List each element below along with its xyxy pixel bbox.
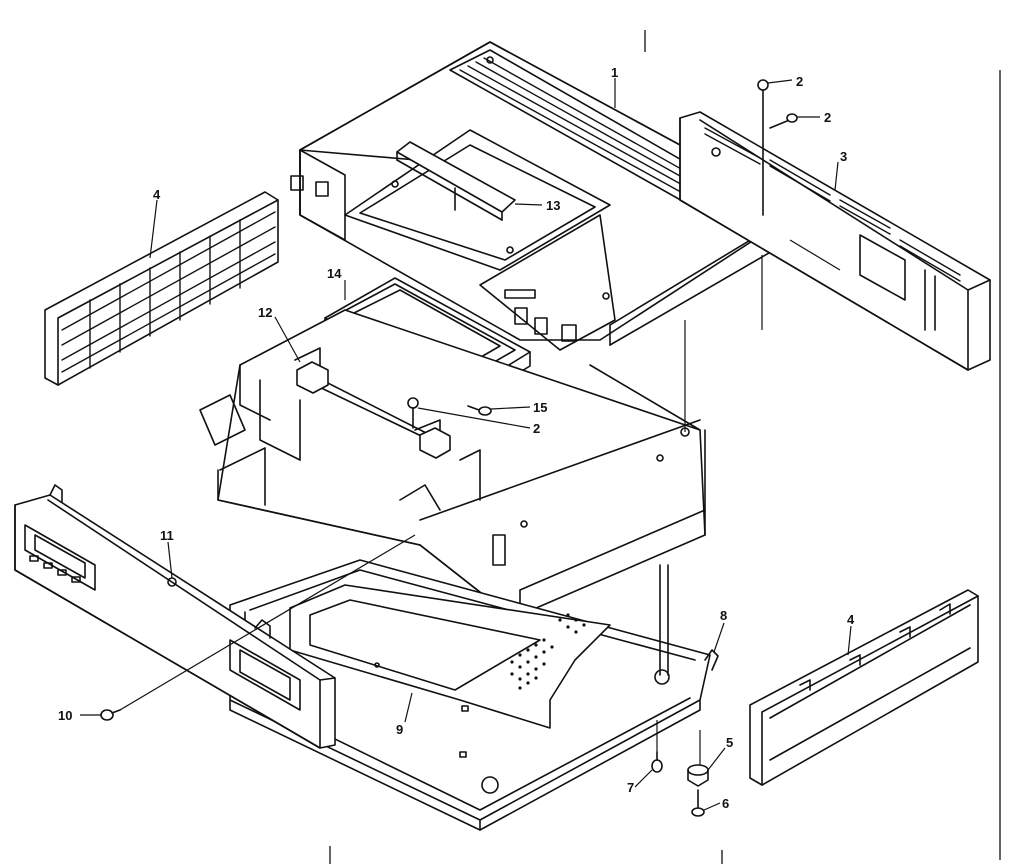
callout-12: 12 <box>258 305 272 320</box>
right-side-panel-part-3 <box>679 111 991 371</box>
shield-perforation-dots <box>510 613 586 690</box>
screw-part-10 <box>100 709 121 721</box>
main-chassis <box>199 309 706 616</box>
callout-6: 6 <box>722 796 729 811</box>
callout-4-left: 4 <box>153 187 161 202</box>
top-cover-part-1 <box>290 41 801 351</box>
callout-2-top: 2 <box>796 74 803 89</box>
callout-10: 10 <box>58 708 72 723</box>
left-grille-bars <box>61 211 276 373</box>
screw-part-6 <box>691 789 705 817</box>
callout-2-mech: 2 <box>533 421 540 436</box>
callout-11: 11 <box>160 528 174 543</box>
callout-13: 13 <box>546 198 560 213</box>
screw-part-7 <box>651 751 663 773</box>
front-panel-part-11 <box>14 484 336 749</box>
callout-8: 8 <box>720 608 727 623</box>
left-side-panel-part-4 <box>44 191 279 386</box>
shield-plate-part-9 <box>289 584 611 729</box>
right-bottom-panel-part-4 <box>749 589 979 786</box>
callout-15: 15 <box>533 400 547 415</box>
foot-part-5 <box>687 764 709 787</box>
callout-1: 1 <box>611 65 618 80</box>
hook-part-8 <box>704 649 719 671</box>
callout-9: 9 <box>396 722 403 737</box>
side-panel-vent-slots <box>704 127 961 282</box>
callout-leaders <box>80 78 852 811</box>
callout-5: 5 <box>726 735 733 750</box>
screw-part-2-top <box>757 79 769 216</box>
callout-labels: 1 2 2 2 3 4 4 5 6 7 8 9 10 11 12 13 14 1… <box>58 65 855 811</box>
callout-7: 7 <box>627 780 634 795</box>
callout-3: 3 <box>840 149 847 164</box>
connector-part-13 <box>396 141 516 221</box>
assembly-guide-lines <box>119 239 841 765</box>
screw-part-2-mech <box>407 397 419 429</box>
screw-part-2-side <box>769 113 798 129</box>
callout-2-side: 2 <box>824 110 831 125</box>
scan-edge-marks <box>329 30 1001 864</box>
bracket-part-12 <box>296 361 451 459</box>
callout-14: 14 <box>327 266 342 281</box>
screw-part-15 <box>467 405 492 416</box>
callout-4-right: 4 <box>847 612 855 627</box>
